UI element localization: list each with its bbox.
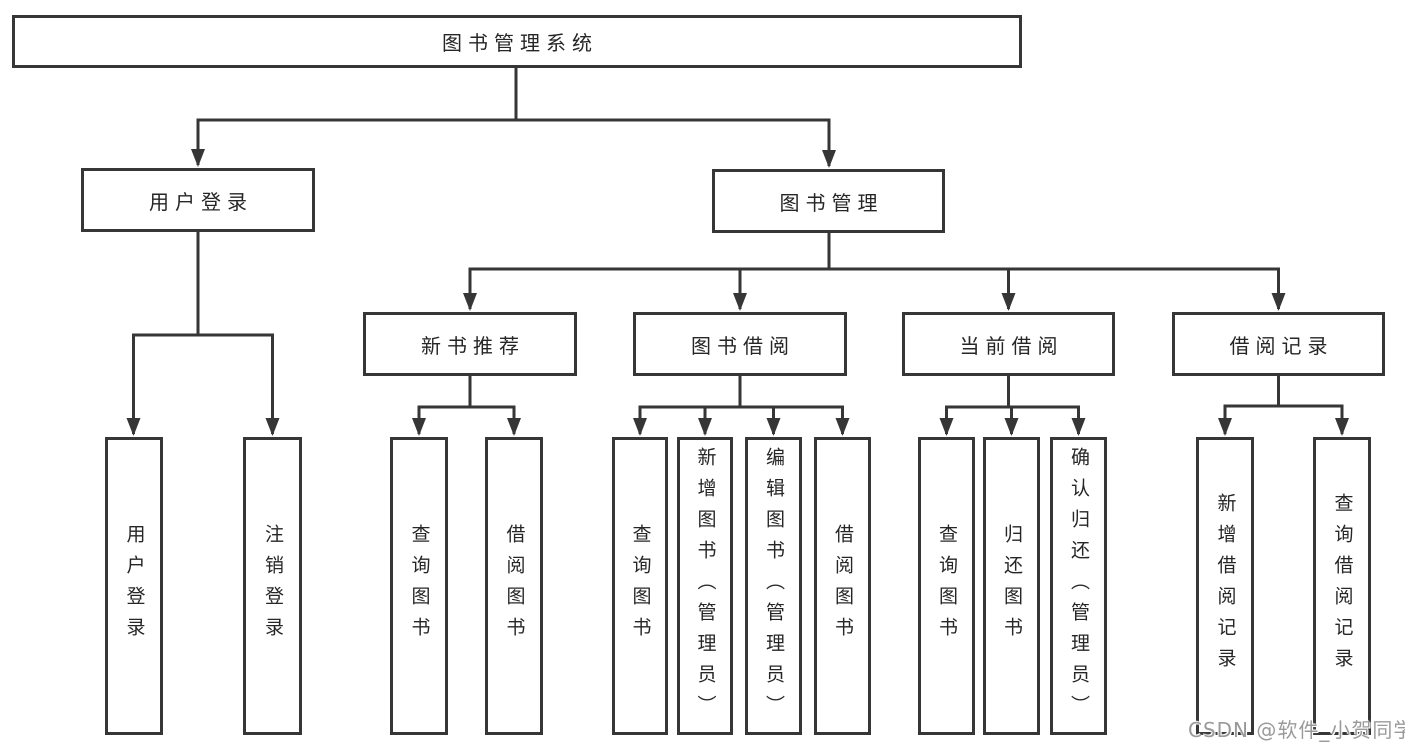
node-borrowing-records: 借阅记录 <box>1172 312 1385 376</box>
node-book-management-label: 图书管理 <box>779 190 884 215</box>
connector-book-borrow-children <box>633 376 850 436</box>
leaf-query-books-borrow: 查询图书 <box>612 437 668 735</box>
leaf-add-borrow-record: 新增借阅记录 <box>1196 437 1254 735</box>
node-book-borrowing: 图书借阅 <box>633 312 847 376</box>
node-borrowing-records-label: 借阅记录 <box>1229 333 1334 358</box>
node-current-borrowing-label: 当前借阅 <box>959 333 1064 358</box>
connector-borrow-record-children <box>1218 376 1349 436</box>
node-new-book-recommendation: 新书推荐 <box>363 312 577 376</box>
node-user-login: 用户登录 <box>81 168 315 232</box>
watermark: CSDN @软件_小贺同学 <box>1188 718 1405 742</box>
node-user-login-label: 用户登录 <box>149 189 253 214</box>
node-book-management: 图书管理 <box>712 169 945 233</box>
connector-book-management-children <box>463 233 1286 311</box>
connector-current-borrow-children <box>939 376 1086 436</box>
leaf-edit-book-admin-label: 编辑图书（管理员） <box>763 446 785 726</box>
leaf-confirm-return-admin: 确认归还（管理员） <box>1050 437 1107 735</box>
leaf-add-borrow-record-label: 新增借阅记录 <box>1214 493 1237 679</box>
leaf-logout-label: 注销登录 <box>262 524 284 648</box>
node-library-management-system-label: 图书管理系统 <box>442 31 598 55</box>
leaf-query-books-current: 查询图书 <box>918 437 975 735</box>
leaf-confirm-return-admin-label: 确认归还（管理员） <box>1068 446 1090 726</box>
leaf-borrow-books: 借阅图书 <box>814 437 871 735</box>
leaf-query-books-recommend-label: 查询图书 <box>408 524 431 648</box>
node-new-book-recommendation-label: 新书推荐 <box>421 333 525 358</box>
leaf-borrow-books-recommend: 借阅图书 <box>485 437 543 735</box>
leaf-query-books-recommend: 查询图书 <box>390 437 448 735</box>
leaf-return-books-label: 归还图书 <box>1001 524 1023 648</box>
node-current-borrowing: 当前借阅 <box>902 312 1115 376</box>
node-book-borrowing-label: 图书借阅 <box>691 333 795 358</box>
connector-user-login-children <box>126 232 280 436</box>
leaf-borrow-books-label: 借阅图书 <box>832 524 854 648</box>
leaf-query-books-borrow-label: 查询图书 <box>629 524 652 648</box>
leaf-query-books-current-label: 查询图书 <box>936 524 958 648</box>
leaf-logout: 注销登录 <box>243 437 302 735</box>
leaf-user-login: 用户登录 <box>105 437 163 735</box>
node-library-management-system: 图书管理系统 <box>12 15 1022 68</box>
connector-new-book-children <box>412 376 521 436</box>
leaf-add-book-admin: 新增图书（管理员） <box>677 437 733 735</box>
leaf-query-borrow-record-label: 查询借阅记录 <box>1331 493 1354 679</box>
leaf-borrow-books-recommend-label: 借阅图书 <box>503 524 526 648</box>
leaf-return-books: 归还图书 <box>983 437 1040 735</box>
connector-root-to-level2 <box>191 68 836 168</box>
leaf-edit-book-admin: 编辑图书（管理员） <box>745 437 802 735</box>
leaf-query-borrow-record: 查询借阅记录 <box>1313 437 1371 735</box>
leaf-user-login-label: 用户登录 <box>123 524 146 648</box>
leaf-add-book-admin-label: 新增图书（管理员） <box>694 446 717 726</box>
